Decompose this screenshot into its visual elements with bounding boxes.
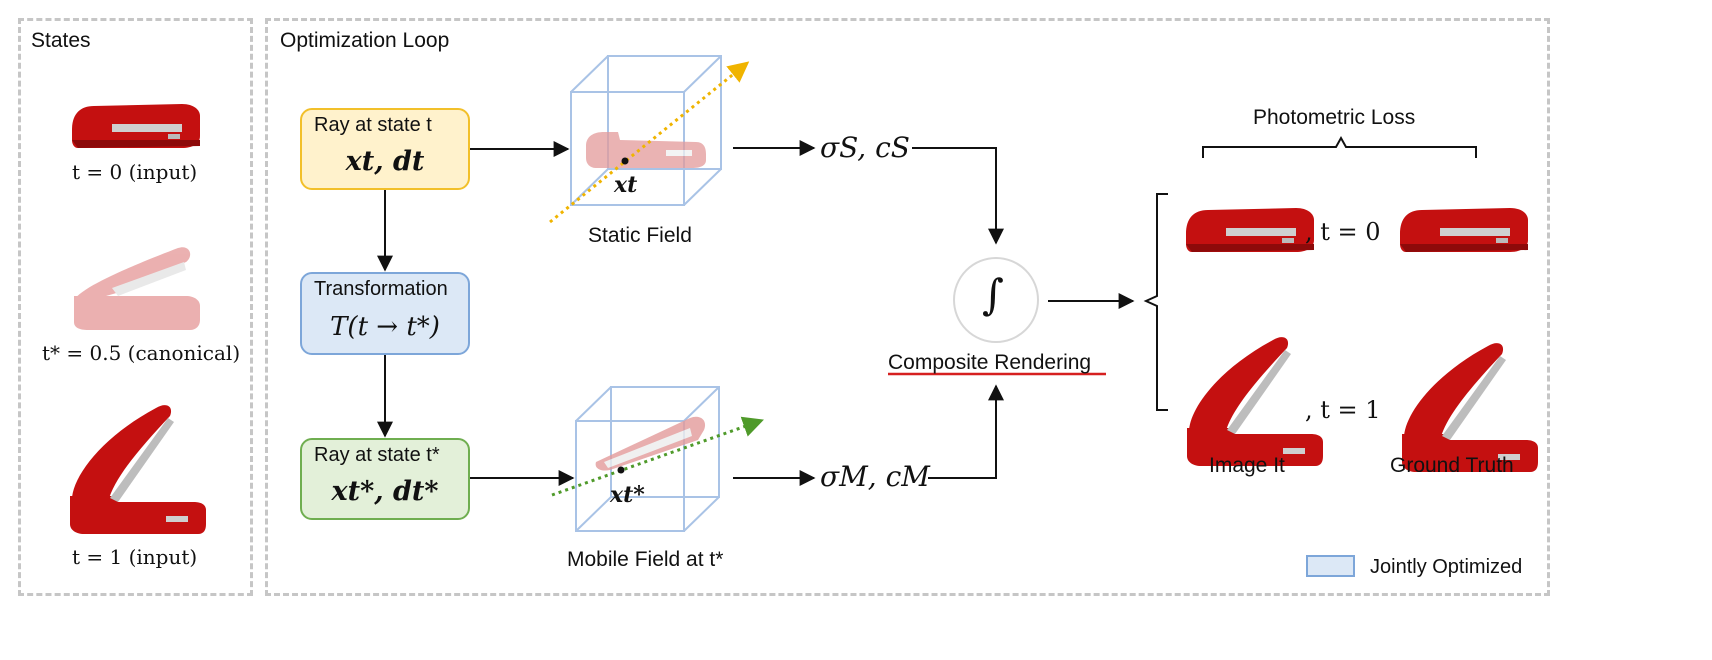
legend-swatch bbox=[1306, 555, 1355, 577]
photometric-brace bbox=[1202, 135, 1477, 158]
optimization-loop-panel bbox=[265, 18, 1550, 596]
gt-t1-stapler bbox=[1402, 343, 1538, 472]
photometric-loss-label: Photometric Loss bbox=[1253, 106, 1416, 129]
composite-rendering-label: Composite Rendering bbox=[888, 351, 1092, 374]
static-sample-point bbox=[621, 157, 629, 165]
mobile-field-label: Mobile Field at t* bbox=[567, 548, 724, 571]
integral-circle bbox=[953, 257, 1039, 343]
mobile-field-stapler bbox=[595, 416, 706, 471]
transform-title: Transformation bbox=[314, 278, 448, 300]
state-canonical-label: t* = 0.5 (canonical) bbox=[42, 341, 241, 365]
ray-t-title: Ray at state t bbox=[314, 114, 432, 136]
row1-label: , t = 1 bbox=[1305, 396, 1381, 424]
left-brace bbox=[1143, 193, 1168, 411]
ray-tstar-box: Ray at state t* xt*, dt* bbox=[300, 438, 470, 520]
transform-box: Transformation T(t → t*) bbox=[300, 272, 470, 355]
gt-t0-stapler bbox=[1400, 208, 1528, 252]
arrow-mobile-output-to-integral bbox=[928, 384, 1004, 479]
optimization-loop-title: Optimization Loop bbox=[280, 29, 450, 52]
states-panel-title: States bbox=[31, 29, 91, 52]
ray-tstar-expr: xt*, dt* bbox=[331, 476, 439, 507]
mobile-field-cube bbox=[575, 386, 720, 532]
static-point-label: xt bbox=[614, 172, 638, 198]
stapler-canonical bbox=[74, 247, 200, 330]
image-label: Image It bbox=[1209, 454, 1285, 477]
mobile-sample-point bbox=[617, 466, 625, 474]
arrow-static-output-to-integral bbox=[912, 147, 1004, 245]
ray-tstar-title: Ray at state t* bbox=[314, 444, 440, 466]
stapler-state1 bbox=[70, 405, 206, 534]
static-output-label: σS, cS bbox=[820, 131, 910, 164]
ray-t-box: Ray at state t xt, dt bbox=[300, 108, 470, 190]
image-t1-stapler bbox=[1187, 337, 1323, 466]
row0-label: , t = 0 bbox=[1305, 218, 1381, 246]
states-panel bbox=[18, 18, 253, 596]
ray-t-expr: xt, dt bbox=[345, 146, 425, 177]
mobile-point-label: xt* bbox=[610, 482, 645, 508]
static-field-label: Static Field bbox=[588, 224, 692, 247]
image-t0-stapler bbox=[1186, 208, 1314, 252]
legend-label: Jointly Optimized bbox=[1370, 556, 1523, 578]
state0-label: t = 0 (input) bbox=[72, 160, 198, 184]
mobile-ray bbox=[551, 416, 764, 497]
mobile-output-label: σM, cM bbox=[820, 460, 930, 493]
static-field-stapler bbox=[586, 132, 706, 168]
integral-symbol: ∫ bbox=[982, 270, 1004, 319]
stapler-state0 bbox=[72, 104, 200, 148]
static-field-cube bbox=[570, 55, 722, 206]
state1-label: t = 1 (input) bbox=[72, 545, 198, 569]
ground-truth-label: Ground Truth bbox=[1390, 454, 1514, 477]
transform-expr: T(t → t*) bbox=[330, 312, 440, 342]
